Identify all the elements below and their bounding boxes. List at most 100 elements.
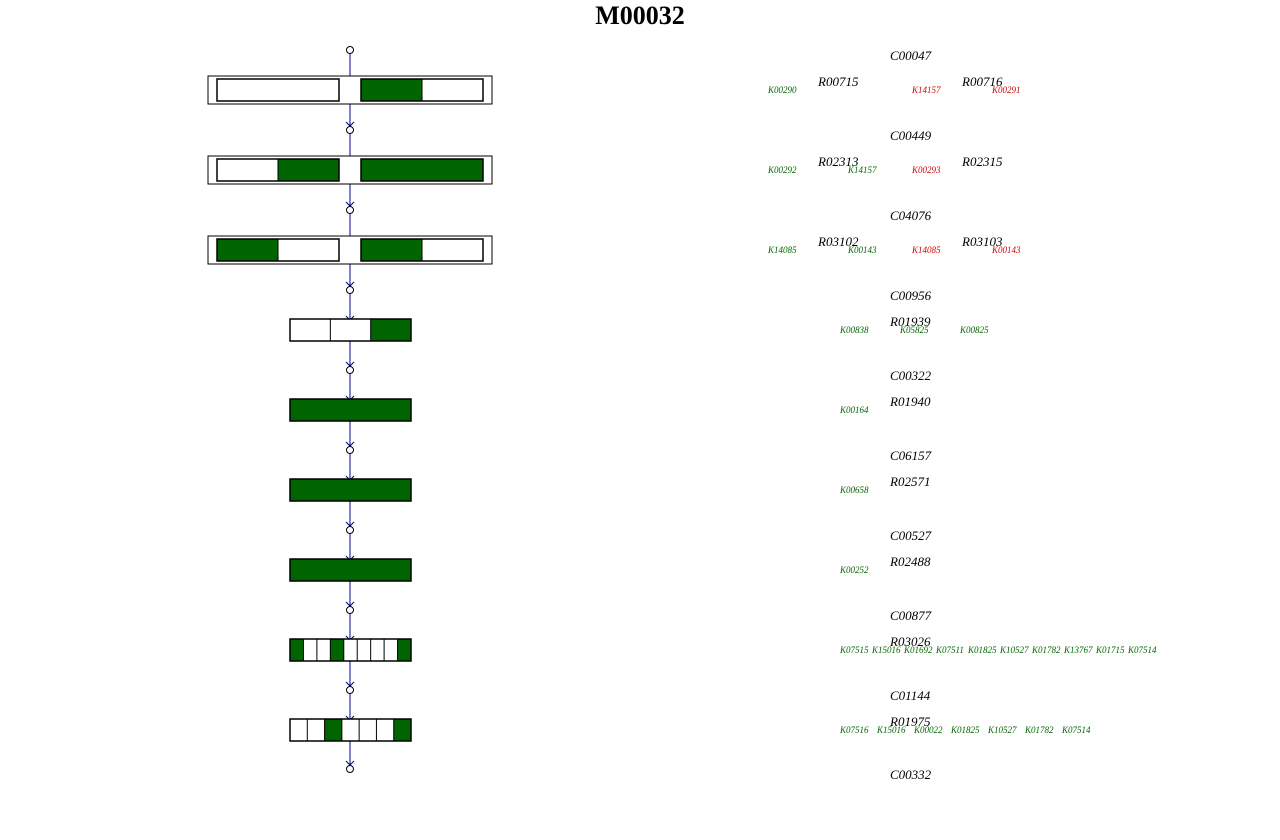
- reaction-label: R02313: [817, 154, 859, 169]
- subunit-present: [361, 239, 422, 261]
- compound-label: C00956: [890, 288, 932, 303]
- ko-label: K13767: [1063, 645, 1093, 655]
- subunit-absent: [307, 719, 325, 741]
- ko-label: K00292: [767, 165, 797, 175]
- diagram-title: M00032: [595, 1, 685, 30]
- subunit-present: [290, 639, 304, 661]
- reaction-label: R01939: [889, 314, 931, 329]
- subunit-group-box: [216, 238, 340, 262]
- subunit-present: [278, 159, 339, 181]
- reaction-label: R01940: [889, 394, 931, 409]
- ko-label: K14157: [911, 85, 941, 95]
- ko-label: K01782: [1024, 725, 1054, 735]
- ko-label: K01782: [1031, 645, 1061, 655]
- reaction-label: R03102: [817, 234, 859, 249]
- compound-label: C00877: [890, 608, 932, 623]
- subunit-absent: [316, 639, 331, 661]
- subunit-absent: [422, 239, 483, 261]
- subunit-absent: [376, 719, 394, 741]
- subunit-present: [330, 639, 344, 661]
- compound-node: [346, 126, 354, 134]
- subunit-absent: [359, 719, 377, 741]
- ko-label: K07515: [839, 645, 869, 655]
- ko-label: K01715: [1095, 645, 1125, 655]
- subunit-absent: [290, 319, 331, 341]
- subunit-absent: [422, 79, 483, 101]
- ko-label: K00022: [913, 725, 943, 735]
- subunit-present: [290, 479, 411, 501]
- reaction-label: R02488: [889, 554, 931, 569]
- step-box: [289, 718, 412, 742]
- step-box: [289, 478, 412, 502]
- ko-label: K00290: [767, 85, 797, 95]
- subunit-group-box: [216, 78, 340, 102]
- subunit-absent: [290, 719, 308, 741]
- ko-label: K00293: [911, 165, 941, 175]
- compound-label: C00449: [890, 128, 932, 143]
- ko-label: K00252: [839, 565, 869, 575]
- ko-label: K07514: [1127, 645, 1157, 655]
- step-box: [289, 318, 412, 342]
- ko-label: K14085: [767, 245, 797, 255]
- step-box: [289, 398, 412, 422]
- ko-label: K01692: [903, 645, 933, 655]
- ko-label: K00143: [847, 245, 877, 255]
- subunit-absent: [217, 79, 339, 101]
- compound-label: C06157: [890, 448, 932, 463]
- compound-label: C00047: [890, 48, 932, 63]
- ko-label: K00143: [991, 245, 1021, 255]
- reaction-label: R01975: [889, 714, 931, 729]
- subunit-absent: [217, 159, 278, 181]
- subunit-group-box: [360, 78, 484, 102]
- subunit-absent: [330, 319, 371, 341]
- compound-label: C00332: [890, 767, 932, 782]
- ko-label: K14085: [911, 245, 941, 255]
- ko-label: K07516: [839, 725, 869, 735]
- compound-label: C01144: [890, 688, 931, 703]
- compound-node: [346, 46, 354, 54]
- subunit-absent: [370, 639, 385, 661]
- ko-label: K01825: [950, 725, 980, 735]
- reaction-label: R02571: [889, 474, 930, 489]
- ko-label: K07514: [1061, 725, 1091, 735]
- subunit-group-box: [216, 158, 340, 182]
- ko-label: K07511: [935, 645, 964, 655]
- compound-node: [346, 446, 354, 454]
- subunit-absent: [357, 639, 371, 661]
- reaction-label: R02315: [961, 154, 1003, 169]
- reaction-label: R00715: [817, 74, 859, 89]
- subunit-absent: [278, 239, 339, 261]
- subunit-absent: [343, 639, 358, 661]
- ko-label: K05825: [899, 325, 929, 335]
- subunit-present: [370, 319, 411, 341]
- subunit-present: [397, 639, 411, 661]
- subunit-absent: [341, 719, 360, 741]
- subunit-present: [324, 719, 342, 741]
- subunit-group-box: [360, 158, 484, 182]
- ko-label: K10527: [999, 645, 1029, 655]
- ko-label: K15016: [876, 725, 906, 735]
- ko-label: K15016: [871, 645, 901, 655]
- reaction-label: R00716: [961, 74, 1003, 89]
- compound-node: [346, 765, 354, 773]
- ko-label: K10527: [987, 725, 1017, 735]
- subunit-absent: [384, 639, 398, 661]
- subunit-present: [361, 79, 422, 101]
- ko-label: K00658: [839, 485, 869, 495]
- step-box: [289, 558, 412, 582]
- compound-node: [346, 526, 354, 534]
- subunit-present: [361, 159, 483, 181]
- subunit-present: [217, 239, 278, 261]
- ko-label: K00838: [839, 325, 869, 335]
- compound-node: [346, 686, 354, 694]
- subunit-present: [290, 559, 411, 581]
- subunit-present: [290, 399, 411, 421]
- step-box: [289, 638, 412, 662]
- compound-node: [346, 606, 354, 614]
- compound-label: C00527: [890, 528, 932, 543]
- ko-label: K14157: [847, 165, 877, 175]
- subunit-present: [393, 719, 411, 741]
- compound-label: C04076: [890, 208, 932, 223]
- ko-label: K00825: [959, 325, 989, 335]
